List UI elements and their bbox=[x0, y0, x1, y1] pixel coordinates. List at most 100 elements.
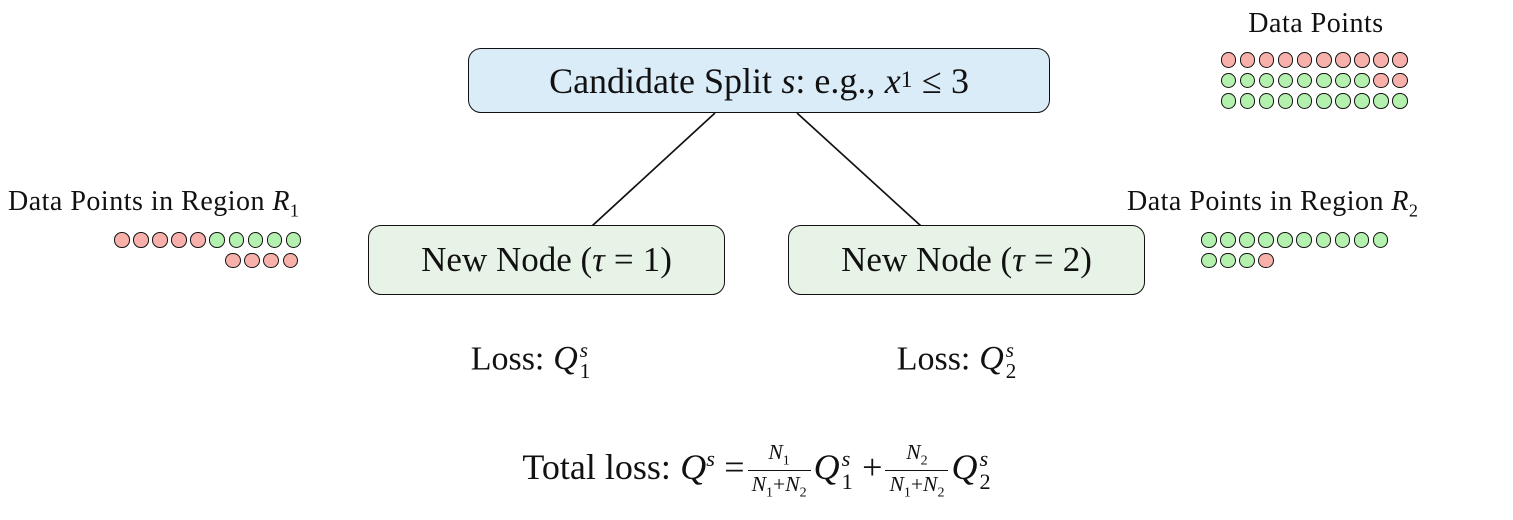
red-data-point bbox=[114, 232, 130, 248]
green-data-point bbox=[247, 232, 264, 248]
node-1-value: 1 bbox=[642, 240, 661, 279]
n2-sub: 2 bbox=[920, 452, 928, 469]
green-data-point bbox=[1201, 252, 1217, 269]
loss-2-q: Q bbox=[979, 340, 1004, 378]
formula-equals: = bbox=[724, 446, 745, 487]
term-1-sup: s bbox=[841, 445, 851, 471]
feature-subscript: 1 bbox=[900, 67, 913, 93]
green-data-point bbox=[1277, 93, 1294, 109]
green-data-point bbox=[1316, 93, 1332, 109]
term-1-sub: 1 bbox=[841, 468, 853, 494]
new-node-2: New Node (τ=2) bbox=[788, 225, 1145, 295]
green-data-point bbox=[1354, 93, 1370, 109]
dot-row bbox=[225, 252, 305, 270]
green-data-point bbox=[1277, 232, 1293, 248]
close-paren: ) bbox=[660, 240, 672, 279]
candidate-split-text: Candidate Split bbox=[549, 60, 773, 101]
red-data-point bbox=[1277, 52, 1294, 68]
red-data-point bbox=[1239, 52, 1256, 68]
den-n1-var: N bbox=[889, 472, 904, 497]
green-data-point bbox=[228, 232, 245, 248]
green-data-point bbox=[1335, 93, 1351, 109]
loss-2-superscript: s bbox=[1005, 338, 1014, 362]
green-data-point bbox=[1277, 72, 1294, 89]
red-data-point bbox=[1258, 52, 1275, 68]
red-data-point bbox=[1373, 52, 1389, 68]
dot-row bbox=[1220, 52, 1412, 69]
edge-to-node-1 bbox=[591, 112, 716, 227]
green-data-point bbox=[1372, 232, 1389, 248]
green-data-point bbox=[1201, 232, 1217, 248]
red-data-point bbox=[244, 252, 260, 269]
loss-1-text: Loss: bbox=[470, 340, 545, 378]
red-data-point bbox=[171, 232, 187, 248]
term-2-sub: 2 bbox=[979, 468, 991, 494]
green-data-point bbox=[285, 232, 302, 248]
green-data-point bbox=[1239, 232, 1255, 248]
green-data-point bbox=[266, 232, 283, 248]
green-data-point bbox=[1315, 232, 1332, 248]
den-plus: + bbox=[773, 472, 786, 497]
equals-sign: = bbox=[1033, 240, 1054, 279]
all-data-points-dots bbox=[1220, 52, 1412, 114]
green-data-point bbox=[1239, 93, 1256, 109]
green-data-point bbox=[1258, 72, 1275, 89]
red-data-point bbox=[190, 232, 206, 248]
den-n2-var: N bbox=[785, 472, 800, 497]
red-data-point bbox=[263, 252, 279, 269]
red-data-point bbox=[1258, 252, 1274, 269]
loss-1-subscript: 1 bbox=[579, 359, 591, 384]
den-n1-var: N bbox=[751, 472, 766, 497]
region-1-variable: R bbox=[272, 186, 290, 217]
green-data-point bbox=[1296, 72, 1313, 89]
term-2-q: Q bbox=[951, 446, 978, 487]
green-data-point bbox=[1239, 72, 1256, 89]
green-data-point bbox=[1296, 93, 1313, 109]
node-1-text: New Node ( bbox=[421, 240, 593, 279]
node-2-text: New Node ( bbox=[841, 240, 1013, 279]
threshold-value: 3 bbox=[950, 60, 969, 101]
tau-variable: τ bbox=[592, 240, 605, 279]
red-data-point bbox=[1335, 52, 1351, 68]
region-2-dots bbox=[1201, 232, 1392, 273]
red-data-point bbox=[225, 252, 241, 269]
total-q-sup-s: s bbox=[706, 445, 715, 471]
dot-row bbox=[1220, 72, 1412, 90]
green-data-point bbox=[1316, 72, 1332, 89]
green-data-point bbox=[209, 232, 225, 248]
term-2-sup: s bbox=[979, 445, 989, 471]
feature-variable-x: x bbox=[884, 60, 901, 101]
den-n2-sub: 2 bbox=[937, 484, 945, 501]
red-data-point bbox=[1392, 72, 1408, 89]
red-data-point bbox=[282, 252, 299, 269]
edge-to-node-2 bbox=[796, 112, 922, 227]
region-1-subscript: 1 bbox=[289, 200, 300, 221]
red-data-point bbox=[1354, 52, 1370, 68]
total-q-superscript: s bbox=[706, 446, 715, 471]
dot-row bbox=[114, 232, 305, 249]
green-data-point bbox=[1220, 93, 1237, 109]
fraction-1-denominator: N1+N2 bbox=[747, 470, 811, 501]
loss-1-superscript: s bbox=[579, 338, 588, 362]
green-data-point bbox=[1258, 232, 1274, 248]
node-2-value: 2 bbox=[1062, 240, 1081, 279]
fraction-1-numerator: N1 bbox=[764, 440, 793, 470]
data-points-label: Data Points bbox=[1248, 8, 1384, 39]
region-1-label-text: Data Points in Region bbox=[8, 186, 266, 217]
fraction-2-denominator: N1+N2 bbox=[885, 470, 949, 501]
green-data-point bbox=[1239, 252, 1255, 269]
green-data-point bbox=[1353, 232, 1370, 248]
n1-var: N bbox=[768, 440, 783, 464]
green-data-point bbox=[1335, 72, 1351, 89]
den-n1-sub: 1 bbox=[765, 484, 773, 501]
green-data-point bbox=[1220, 252, 1236, 269]
